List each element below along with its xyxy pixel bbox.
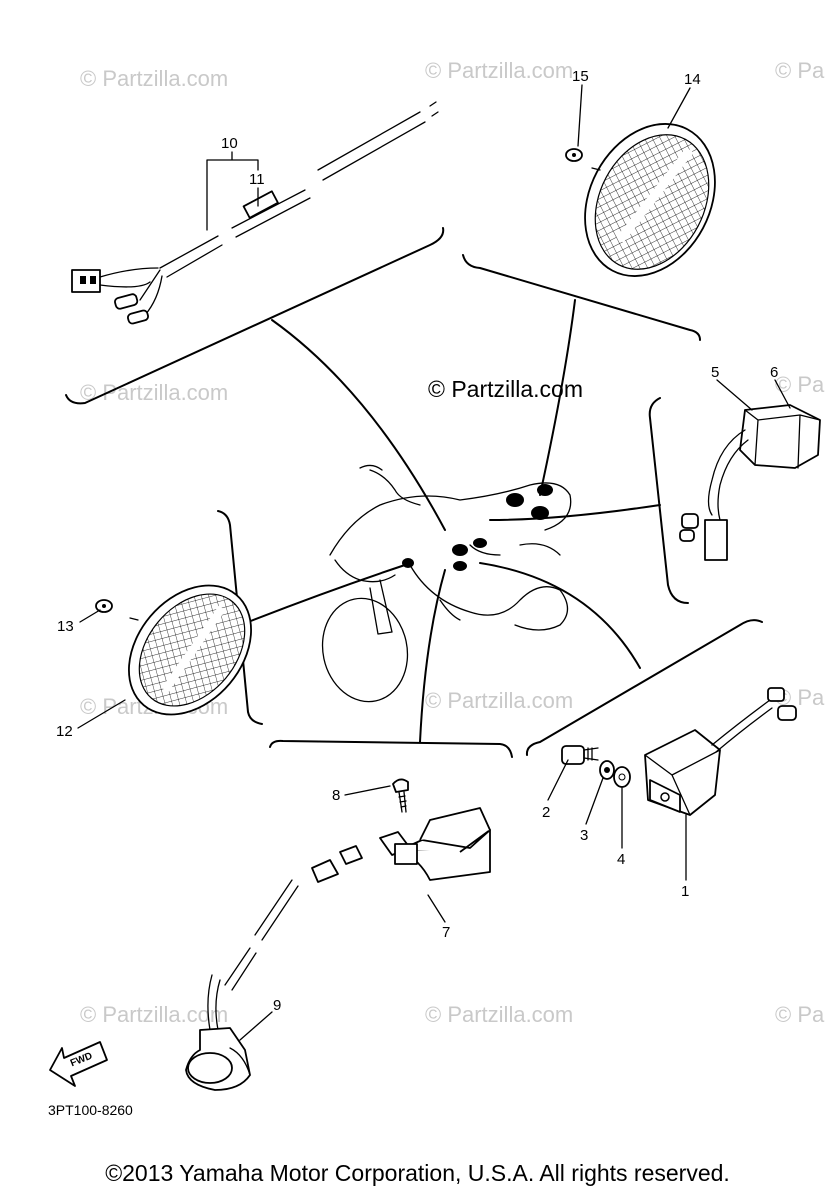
callout-11: 11 [249, 171, 265, 188]
group-leaders [247, 299, 661, 743]
callout-5: 5 [711, 364, 719, 381]
callout-14: 14 [684, 71, 701, 88]
ignition-coil-part [311, 778, 491, 883]
watermark: © Partzilla.com [80, 66, 228, 91]
callout-9: 9 [273, 997, 281, 1014]
cdi-unit-part [561, 687, 797, 816]
callout-1: 1 [681, 883, 689, 900]
group-brackets [65, 227, 763, 758]
callout-3: 3 [580, 827, 588, 844]
callout-12: 12 [56, 723, 73, 740]
callout-6: 6 [770, 364, 778, 381]
callout-leaders [77, 84, 791, 1041]
plug-cap-part [185, 879, 299, 1091]
center-watermark: © Partzilla.com [428, 376, 583, 402]
wire-harness-part [71, 101, 439, 325]
callout-10: 10 [221, 135, 238, 152]
callout-15: 15 [572, 68, 589, 85]
callout-7: 7 [442, 924, 450, 941]
relay-part [679, 404, 821, 561]
callout-8: 8 [332, 787, 340, 804]
watermark: © Partzilla.com [80, 1002, 228, 1027]
motorcycle-outline [321, 464, 572, 703]
callout-4: 4 [617, 851, 625, 868]
callout-2: 2 [542, 804, 550, 821]
reflector-front-part [95, 584, 252, 716]
callout-labels: 10 11 15 14 5 6 13 12 8 7 9 2 3 4 1 [56, 68, 778, 1014]
watermark-partial: © Pa [775, 1002, 825, 1027]
watermark: © Partzilla.com [425, 688, 573, 713]
diagram-code: 3PT100-8260 [48, 1102, 133, 1118]
copyright-notice: ©2013 Yamaha Motor Corporation, U.S.A. A… [105, 1160, 730, 1186]
watermark-partial: © Pa [775, 58, 825, 83]
watermark: © Partzilla.com [425, 58, 573, 83]
reflector-rear-part [565, 123, 716, 277]
fwd-arrow-icon: FWD [49, 1041, 108, 1087]
watermark: © Partzilla.com [80, 380, 228, 405]
watermark-partial: © Pa [775, 372, 825, 397]
callout-13: 13 [57, 618, 74, 635]
watermark: © Partzilla.com [425, 1002, 573, 1027]
